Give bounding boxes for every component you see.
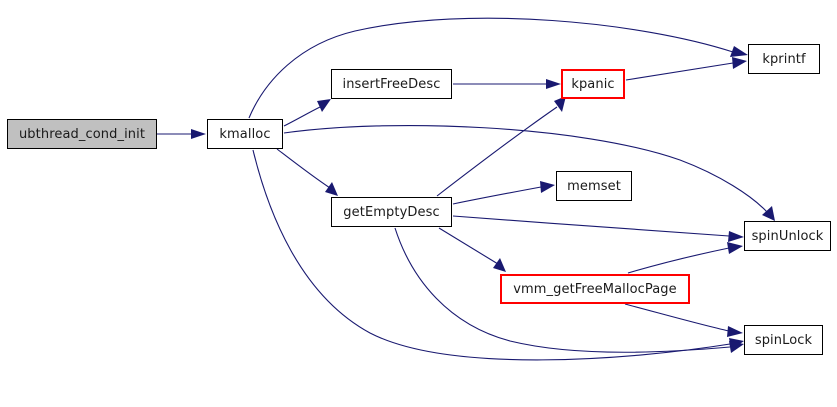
node-spin-unlock[interactable]: spinUnlock (744, 221, 831, 251)
node-insert-free-desc[interactable]: insertFreeDesc (331, 69, 452, 99)
edge-getEmptyDesc-kpanic (436, 96, 566, 197)
edge-getEmptyDesc-vmm_getFreeMallocPage (438, 227, 506, 272)
edge-insertFreeDesc-kpanic (453, 79, 561, 89)
node-get-empty-desc[interactable]: getEmptyDesc (331, 197, 452, 227)
edge-kmalloc-spinLock (252, 149, 744, 361)
edge-kmalloc-spinUnlock (283, 125, 775, 221)
node-ubthread-cond-init[interactable]: ubthread_cond_init (7, 119, 157, 149)
node-kmalloc[interactable]: kmalloc (207, 119, 283, 149)
edge-getEmptyDesc-memset (452, 181, 555, 205)
edge-vmm_getFreeMallocPage-spinUnlock (627, 242, 743, 274)
edge-kmalloc-insertFreeDesc (283, 99, 331, 127)
edge-vmm_getFreeMallocPage-spinLock (624, 303, 743, 337)
edge-kpanic-kprintf (625, 57, 747, 81)
node-vmm-get-free-malloc-page[interactable]: vmm_getFreeMallocPage (500, 274, 690, 304)
edge-getEmptyDesc-spinLock (394, 227, 744, 353)
edge-ubthread_cond_init-kmalloc (157, 129, 206, 139)
edge-kmalloc-getEmptyDesc (276, 148, 338, 196)
node-kprintf[interactable]: kprintf (748, 44, 820, 74)
node-memset[interactable]: memset (556, 171, 632, 201)
edge-getEmptyDesc-spinUnlock (452, 215, 744, 242)
node-kpanic[interactable]: kpanic (561, 69, 625, 99)
node-spin-lock[interactable]: spinLock (744, 325, 823, 355)
edge-kmalloc-kprintf (248, 17, 748, 119)
